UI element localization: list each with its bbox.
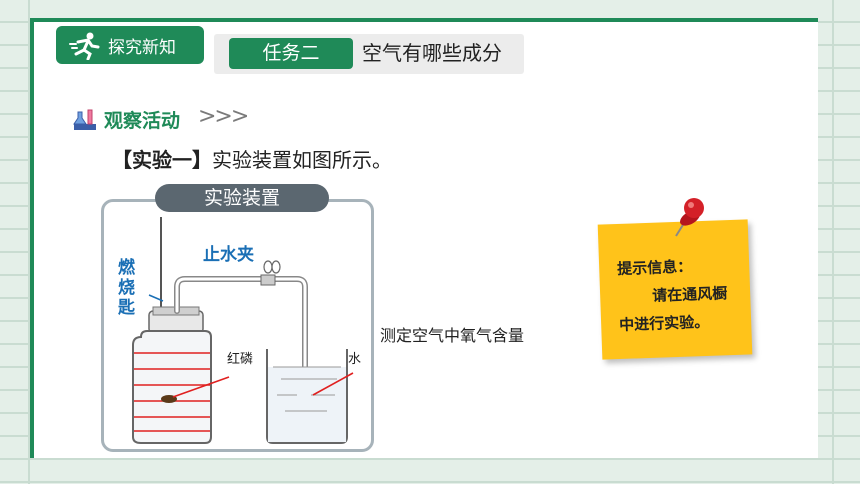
clamp-label: 止水夹	[203, 245, 254, 265]
runner-icon	[69, 32, 100, 60]
water-clamp	[260, 274, 276, 286]
spoon-label: 燃 烧 匙	[118, 258, 135, 318]
water-label: 水	[348, 352, 362, 367]
phosphorus-pointer	[172, 376, 230, 398]
tip-line-1: 提示信息：	[616, 257, 693, 278]
experiment-bracket-label: 【实验一】	[112, 148, 212, 172]
margin-line-right	[832, 0, 834, 484]
pushpin-icon	[675, 198, 704, 237]
experiment-text: 实验装置如图所示。	[212, 148, 392, 172]
experiment-purpose: 测定空气中氧气含量	[380, 326, 525, 345]
section-label: 探究新知	[108, 37, 176, 58]
beaker-water	[268, 367, 346, 442]
collection-jar	[132, 330, 212, 444]
margin-line-left	[28, 0, 30, 484]
tip-line-2: 请在通风橱	[651, 284, 728, 305]
phosphorus-label: 红磷	[227, 352, 254, 367]
experiment-intro: 【实验一】实验装置如图所示。	[112, 144, 392, 173]
tip-sticky-note: 提示信息： 请在通风橱 中进行实验。	[597, 219, 753, 360]
task-title: 空气有哪些成分	[362, 41, 502, 65]
activity-label: 观察活动	[104, 110, 181, 132]
tip-line-3: 中进行实验。	[618, 312, 710, 334]
activity-chevrons: >>>	[198, 104, 249, 129]
flask-icon	[73, 109, 96, 130]
apparatus-diagram	[132, 217, 354, 444]
task-badge[interactable]: 任务二	[229, 38, 353, 69]
apparatus-title: 实验装置	[155, 184, 329, 212]
section-tab[interactable]: 探究新知	[56, 26, 204, 64]
water-beaker	[266, 349, 348, 444]
water-pointer	[312, 372, 354, 396]
